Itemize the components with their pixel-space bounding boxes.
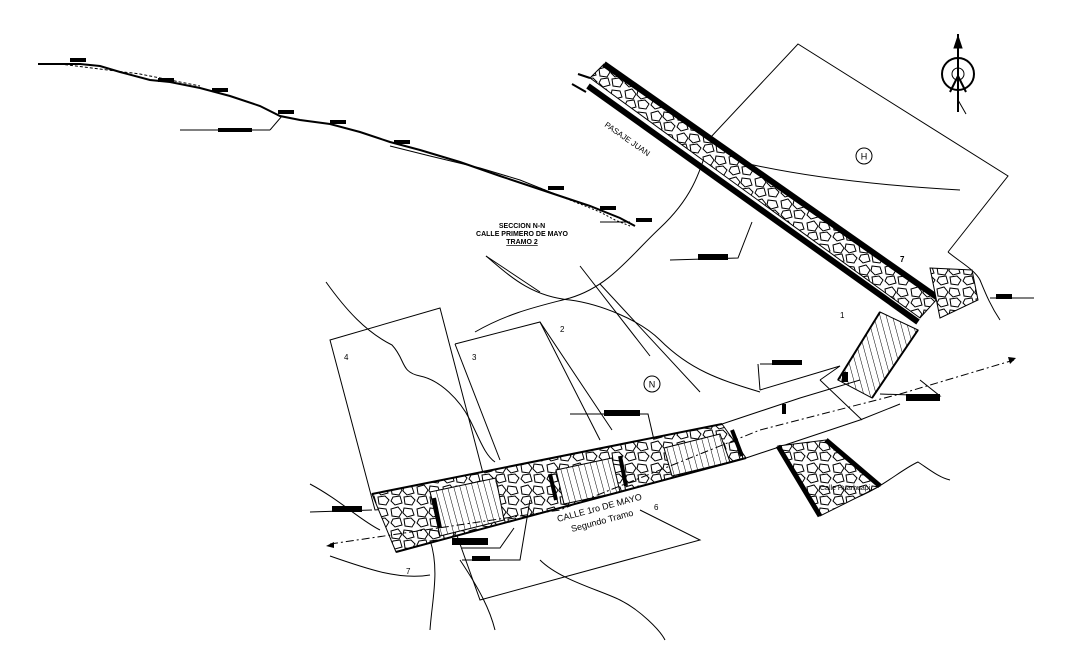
junction-stone bbox=[929, 267, 979, 319]
section-cut-arrows bbox=[326, 357, 1016, 548]
lot-2: 2 bbox=[560, 325, 565, 334]
lot-7-lower: 7 bbox=[406, 567, 411, 576]
lot-3: 3 bbox=[472, 353, 477, 362]
lot-1: 1 bbox=[840, 311, 845, 320]
marker-n: N bbox=[643, 375, 661, 393]
lot-7-upper: 7 bbox=[900, 255, 905, 264]
section-profile bbox=[38, 63, 636, 227]
marker-h: H bbox=[855, 147, 873, 165]
calle-huarhuapi-road bbox=[775, 438, 882, 518]
lot-4: 4 bbox=[344, 353, 349, 362]
marker-n-label: N bbox=[649, 380, 656, 390]
calle-huarhuapi-label: Calle Huarhuapi bbox=[820, 485, 871, 492]
north-arrow-icon bbox=[941, 34, 975, 115]
connector-stairs bbox=[837, 311, 919, 399]
annotation-boxes bbox=[332, 254, 1012, 561]
pasaje-juan-road bbox=[571, 61, 940, 325]
lot-6: 6 bbox=[654, 503, 659, 512]
lot-boundaries bbox=[329, 43, 1009, 601]
elevation-labels bbox=[70, 58, 652, 222]
section-title-line3: TRAMO 2 bbox=[506, 239, 538, 246]
section-title-line1: SECCION N-N bbox=[499, 223, 545, 230]
marker-h-label: H bbox=[861, 152, 868, 162]
section-title: SECCION N-N CALLE PRIMERO DE MAYO TRAMO … bbox=[476, 223, 568, 246]
calle-1ro-de-mayo-road bbox=[371, 423, 747, 553]
section-title-line2: CALLE PRIMERO DE MAYO bbox=[476, 231, 568, 238]
